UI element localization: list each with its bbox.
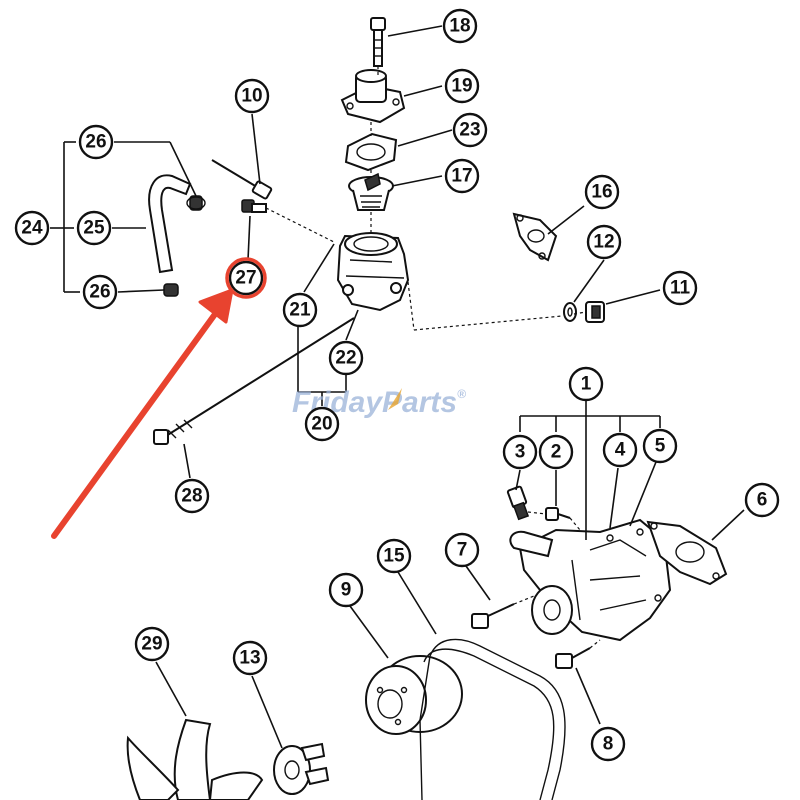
callout-13: 13 [232, 640, 268, 676]
svg-text:6: 6 [757, 490, 768, 511]
part-water-pump-1 [509, 518, 672, 642]
callout-1: 1 [568, 366, 604, 402]
svg-text:5: 5 [655, 436, 666, 457]
callout-23: 23 [452, 112, 488, 148]
svg-text:28: 28 [181, 486, 202, 507]
svg-text:1: 1 [581, 374, 592, 395]
svg-text:27: 27 [235, 268, 256, 289]
callout-17: 17 [444, 158, 480, 194]
part-thermostat-housing-21 [336, 232, 410, 312]
callout-9: 9 [328, 572, 364, 608]
part-bolt-18 [370, 17, 386, 67]
svg-text:24: 24 [21, 218, 43, 239]
callout-11: 11 [662, 270, 698, 306]
part-sensor-3 [506, 485, 530, 521]
highlight-callout-27 [51, 257, 267, 539]
svg-text:2: 2 [551, 442, 562, 463]
callout-6: 6 [744, 482, 780, 518]
callout-12: 12 [586, 224, 622, 260]
part-thermostat-17 [348, 172, 394, 211]
callout-16: 16 [584, 174, 620, 210]
svg-text:26: 26 [85, 132, 106, 153]
part-sensor-10 [211, 159, 273, 200]
leader-lines [50, 25, 745, 749]
part-clamp-26-top [186, 195, 206, 211]
assembly-lines [265, 66, 601, 649]
callout-25: 25 [76, 210, 112, 246]
svg-text:26: 26 [89, 282, 110, 303]
callout-21: 21 [282, 292, 318, 328]
svg-text:17: 17 [451, 166, 472, 187]
part-bolt-2 [545, 507, 571, 521]
svg-text:13: 13 [239, 648, 260, 669]
highlight-arrow-shaft [51, 307, 221, 539]
callout-27: 27 [228, 260, 264, 296]
svg-text:23: 23 [459, 120, 480, 141]
part-bolt-7 [471, 603, 515, 629]
callout-3: 3 [502, 434, 538, 470]
part-pulley-9 [365, 655, 463, 735]
part-fan-29 [126, 718, 264, 800]
callout-8: 8 [590, 726, 626, 762]
callout-24: 24 [14, 210, 50, 246]
watermark-mark: ® [457, 387, 466, 401]
part-hose-25 [148, 174, 192, 274]
svg-text:18: 18 [449, 16, 470, 37]
callout-26-bottom: 26 [82, 274, 118, 310]
callout-10: 10 [234, 78, 270, 114]
watermark-text-left: Friday [292, 386, 383, 419]
svg-text:21: 21 [289, 300, 311, 321]
part-water-outlet-19 [340, 69, 406, 124]
part-belt-15 [419, 638, 566, 800]
callout-7: 7 [444, 532, 480, 568]
svg-text:3: 3 [515, 442, 526, 463]
svg-text:9: 9 [341, 580, 352, 601]
svg-text:16: 16 [591, 182, 612, 203]
callout-19: 19 [444, 68, 480, 104]
part-clamp-26-bottom [163, 283, 179, 297]
svg-text:10: 10 [241, 86, 262, 107]
watermark-logo: FridayParts® [292, 386, 466, 419]
callout-4: 4 [602, 432, 638, 468]
svg-text:FridayParts®: FridayParts® [292, 386, 466, 419]
svg-text:7: 7 [457, 540, 468, 561]
callout-22: 22 [328, 340, 364, 376]
callout-20: 20 [304, 406, 340, 442]
callout-28: 28 [174, 478, 210, 514]
part-gasket-16 [512, 212, 558, 262]
part-fitting-27 [241, 199, 267, 213]
part-bolt-28 [153, 317, 355, 445]
part-spacer-13 [273, 742, 330, 795]
svg-text:15: 15 [383, 546, 405, 567]
svg-text:8: 8 [603, 734, 614, 755]
callout-26-top: 26 [78, 124, 114, 160]
svg-text:12: 12 [593, 232, 614, 253]
callout-29: 29 [134, 626, 170, 662]
part-gasket-23 [344, 132, 398, 172]
callout-15: 15 [376, 538, 412, 574]
svg-text:11: 11 [670, 278, 691, 299]
part-gasket-6 [646, 520, 728, 586]
highlight-ring [225, 257, 267, 299]
svg-text:25: 25 [83, 218, 105, 239]
highlight-arrow-head-icon [198, 288, 234, 324]
part-washer-12 [563, 302, 577, 322]
svg-text:20: 20 [311, 414, 332, 435]
callout-2: 2 [538, 434, 574, 470]
callout-5: 5 [642, 428, 678, 464]
part-bolt-8 [555, 647, 591, 669]
part-plug-11 [585, 301, 605, 323]
svg-text:19: 19 [451, 76, 472, 97]
svg-text:22: 22 [335, 348, 356, 369]
callout-18: 18 [442, 8, 478, 44]
svg-text:4: 4 [615, 440, 626, 461]
svg-text:29: 29 [141, 634, 162, 655]
